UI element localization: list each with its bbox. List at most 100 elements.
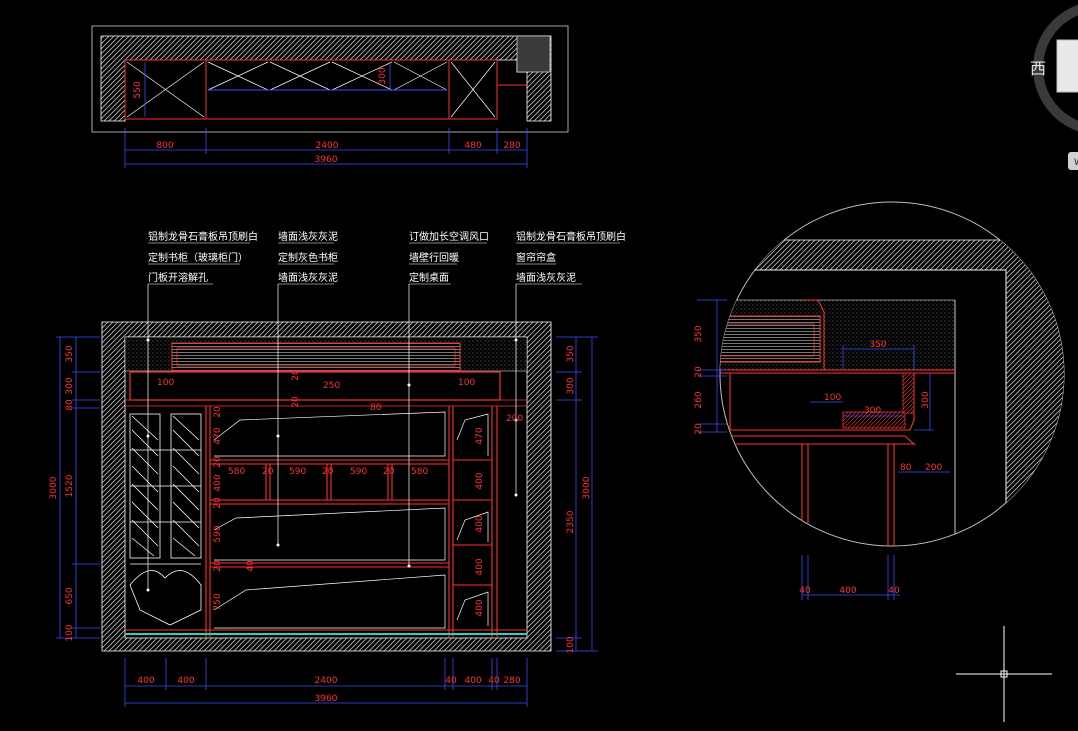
inner-right-heights: 470 400 400 400 400 [475, 427, 485, 616]
elev-bottom-dim-1: 400 [177, 676, 194, 686]
detail-left-dim-lines [697, 299, 727, 433]
note-3-line-2: 墙壁行回暖 [409, 251, 459, 264]
elev-left-dim-0: 350 [65, 345, 75, 362]
inner-misc-1: 200 [506, 414, 523, 424]
elev-bottom-dim-2: 2400 [315, 676, 338, 686]
ac-unit [171, 342, 461, 372]
detail-inner-1: 300 [864, 406, 881, 416]
inner-h-3: 750 [213, 593, 223, 610]
inner-misc-0: 20 [291, 369, 301, 381]
elev-left-total: 3000 [49, 476, 59, 499]
elev-right-dim-lines [556, 336, 598, 652]
detail-inner-4: 200 [925, 463, 942, 473]
note-underlines [148, 242, 620, 285]
inner-h-2: 590 [213, 525, 223, 542]
elev-bottom-total: 3960 [315, 694, 338, 704]
elev-bottom-dim-5: 40 [488, 676, 500, 686]
inner-top-2: 100 [458, 378, 475, 388]
inner-shelf-5: 20 [383, 467, 395, 477]
inner-shelf-4: 590 [350, 467, 367, 477]
note-1-line-3: 门板开溶解孔 [148, 271, 208, 284]
elev-left-dim-1: 300 [65, 377, 75, 394]
inner-rh-4: 400 [475, 599, 485, 616]
inner-top-0: 100 [157, 378, 174, 388]
detail-bottom-2: 40 [888, 586, 900, 596]
viewcube-west-label[interactable]: 西 [1030, 59, 1046, 78]
elev-left-dim-2: 80 [65, 399, 75, 411]
viewcube-face[interactable] [1056, 39, 1078, 93]
inner-h-1: 400 [213, 474, 223, 491]
crosshair-cursor-icon [956, 626, 1052, 722]
elev-bottom-dim-3: 40 [445, 676, 457, 686]
elev-right-dim-0: 350 [566, 345, 576, 362]
plan-cabinets [124, 59, 527, 120]
note-group-4: 铝制龙骨石膏板吊顶刷白 窗帘帘盒 墙面浅灰灰泥 [516, 230, 626, 284]
glass-cabinet [129, 413, 202, 626]
inner-h-20a: 20 [213, 406, 223, 418]
elev-left-dim-3: 1520 [65, 474, 75, 497]
note-1-line-1: 铝制龙骨石膏板吊顶刷白 [148, 230, 258, 243]
viewcube-ring[interactable] [1033, 4, 1078, 132]
elevation-view: 铝制龙骨石膏板吊顶刷白 定制书柜（玻璃柜门） 门板开溶解孔 墙面浅灰灰泥 定制灰… [49, 230, 626, 707]
inner-shelf-2: 590 [289, 467, 306, 477]
note-group-3: 订做加长空调风口 墙壁行回暖 定制桌面 [409, 230, 489, 284]
note-4-line-1: 铝制龙骨石膏板吊顶刷白 [516, 230, 626, 243]
elev-right-dim-3: 100 [566, 636, 576, 653]
inner-shelf-0: 580 [228, 467, 245, 477]
elev-left-dim-lines [56, 336, 100, 639]
elev-bottom-dim-4: 400 [464, 676, 481, 686]
plan-dim-3: 280 [503, 141, 520, 151]
inner-h-20b: 20 [213, 456, 223, 468]
elev-right-total: 3000 [582, 476, 592, 499]
detail-inner-0: 100 [824, 393, 841, 403]
inner-rh-3: 400 [475, 558, 485, 575]
inner-h-20c: 20 [213, 497, 223, 509]
soffit-band [129, 371, 501, 401]
inner-misc-2: 40 [246, 560, 256, 572]
inner-shelf-6: 580 [411, 467, 428, 477]
note-4-line-2: 窗帘帘盒 [516, 251, 556, 264]
detail-left-1: 20 [694, 366, 704, 378]
plan-wall-hatch [100, 35, 552, 122]
elev-bottom-dim-lines [124, 658, 528, 707]
note-3-line-3: 定制桌面 [409, 271, 449, 284]
inner-shelf-1: 20 [262, 467, 274, 477]
detail-inner-3: 80 [900, 463, 912, 473]
detail-left-0: 350 [694, 325, 704, 342]
detail-bottom-0: 40 [799, 586, 811, 596]
note-1-line-2: 定制书柜（玻璃柜门） [148, 251, 248, 264]
note-4-line-3: 墙面浅灰灰泥 [516, 271, 576, 284]
plan-column [516, 35, 551, 73]
note-2-line-3: 墙面浅灰灰泥 [278, 271, 338, 284]
detail-top-dim: 350 [869, 340, 886, 350]
plan-cross-marks [126, 61, 496, 118]
bookcase-panels [213, 411, 489, 629]
plan-dim-depth-left: 550 [133, 81, 143, 98]
inner-misc-3: 80 [370, 403, 382, 413]
viewcube-wcs-button[interactable] [1068, 152, 1078, 170]
viewcube-wcs-letter[interactable]: W [1074, 158, 1078, 168]
elev-right-dim-2: 2350 [566, 510, 576, 533]
detail-left-3: 20 [694, 423, 704, 435]
detail-bottom-dim-lines [801, 555, 900, 600]
elev-left-dim-5: 100 [65, 624, 75, 641]
plan-dim-2: 480 [464, 141, 481, 151]
detail-bottom-1: 400 [839, 586, 856, 596]
plan-dim-depth-mid: 300 [378, 67, 388, 84]
inner-rh-2: 400 [475, 515, 485, 532]
elev-bottom-dim-6: 280 [503, 676, 520, 686]
viewcube[interactable]: 西 W [1030, 4, 1078, 170]
inner-misc-0b: 20 [291, 396, 301, 408]
plan-dim-0: 800 [156, 141, 173, 151]
plan-dim-lines [124, 128, 528, 168]
note-leader-dots [146, 338, 518, 592]
plan-view: 550 300 800 2400 480 280 3960 [91, 25, 569, 168]
note-group-1: 铝制龙骨石膏板吊顶刷白 定制书柜（玻璃柜门） 门板开溶解孔 [148, 230, 258, 284]
inner-h-20d: 20 [213, 560, 223, 572]
note-3-line-1: 订做加长空调风口 [409, 230, 489, 243]
detail-left-2: 260 [694, 391, 704, 408]
elev-left-dim-4: 650 [65, 587, 75, 604]
note-2-line-2: 定制灰色书柜 [278, 251, 338, 264]
plan-dim-1: 2400 [316, 141, 339, 151]
